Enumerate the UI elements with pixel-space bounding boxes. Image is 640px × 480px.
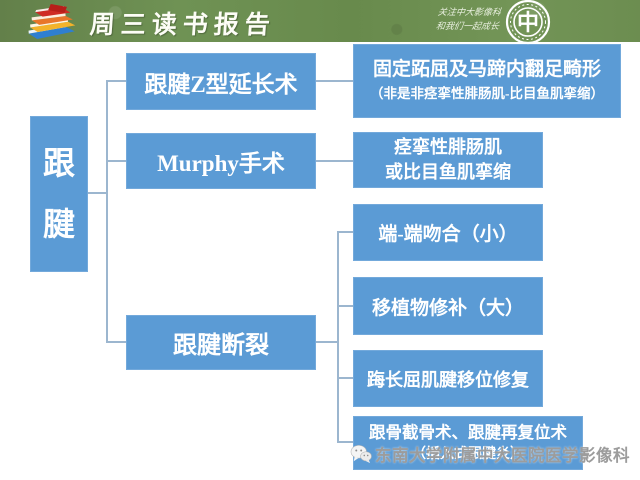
hospital-emblem-icon: 中 [502,0,554,46]
result1-line1: 固定跖屈及马蹄内翻足畸形 [372,59,601,80]
header-slogan: 关注中大影像科 和我们一起成长 [370,5,502,33]
node-rupture-child3: 踇长屈肌腱移位修复 [353,350,543,407]
result2-line1: 痉挛性腓肠肌 [394,137,502,157]
node-root: 跟腱 [30,116,88,272]
slogan-line2: 和我们一起成长 [435,21,500,31]
connector-to-child4 [337,441,353,443]
connector-to-child3 [337,377,353,379]
connector-root-to-trunk [88,192,106,194]
connector-to-child2 [337,305,353,307]
node-branch1: 跟腱Z型延长术 [126,53,316,110]
child1-label: 端-端吻合（小） [378,224,518,245]
connector-branch1-result [316,80,353,82]
node-branch1-result: 固定跖屈及马蹄内翻足畸形 （非是非痉挛性腓肠肌-比目鱼肌挛缩） [353,44,621,118]
node-branch3: 跟腱断裂 [126,315,316,370]
result2-line2: 或比目鱼肌挛缩 [385,162,511,182]
connector-branch2-result [316,160,353,162]
result1-line2: （非是非痉挛性腓肠肌-比目鱼肌挛缩） [370,86,604,101]
node-rupture-child2: 移植物修补（大） [353,277,543,335]
node-rupture-child4: 跟骨截骨术、跟腱再复位术 （插入式跟腱炎） [353,416,583,470]
connector-trunk-left [106,80,108,343]
node-branch2-result: 痉挛性腓肠肌 或比目鱼肌挛缩 [353,132,543,188]
watermark: 东南大学附属中大医院医学影像科 [350,442,630,466]
child4-line2: （插入式跟腱炎） [412,447,524,462]
slogan-line1: 关注中大影像科 [437,7,502,17]
books-stack-icon [22,2,80,42]
watermark-text: 东南大学附属中大医院医学影像科 [375,447,630,465]
connector-to-child1 [337,231,353,233]
slide-title: 周三读书报告 [88,12,277,39]
child3-label: 踇长屈肌腱移位修复 [367,369,529,390]
connector-to-branch1 [106,80,126,82]
child2-label: 移植物修补（大） [371,297,524,319]
svg-text:中: 中 [517,10,539,35]
node-branch2-label: Murphy手术 [157,151,285,176]
child4-line1: 跟骨截骨术、跟腱再复位术 [369,423,567,442]
wechat-icon [350,444,372,464]
connector-to-branch3 [106,341,126,343]
node-branch3-label: 跟腱断裂 [173,333,269,359]
node-branch1-label: 跟腱Z型延长术 [144,71,298,97]
header-bar [0,0,640,42]
node-root-label: 跟腱 [42,145,75,242]
node-rupture-child1: 端-端吻合（小） [353,204,543,261]
connector-trunk-right [337,231,339,443]
node-branch2: Murphy手术 [126,133,316,189]
connector-to-branch2 [106,160,126,162]
connector-branch3-to-trunk [316,341,337,343]
